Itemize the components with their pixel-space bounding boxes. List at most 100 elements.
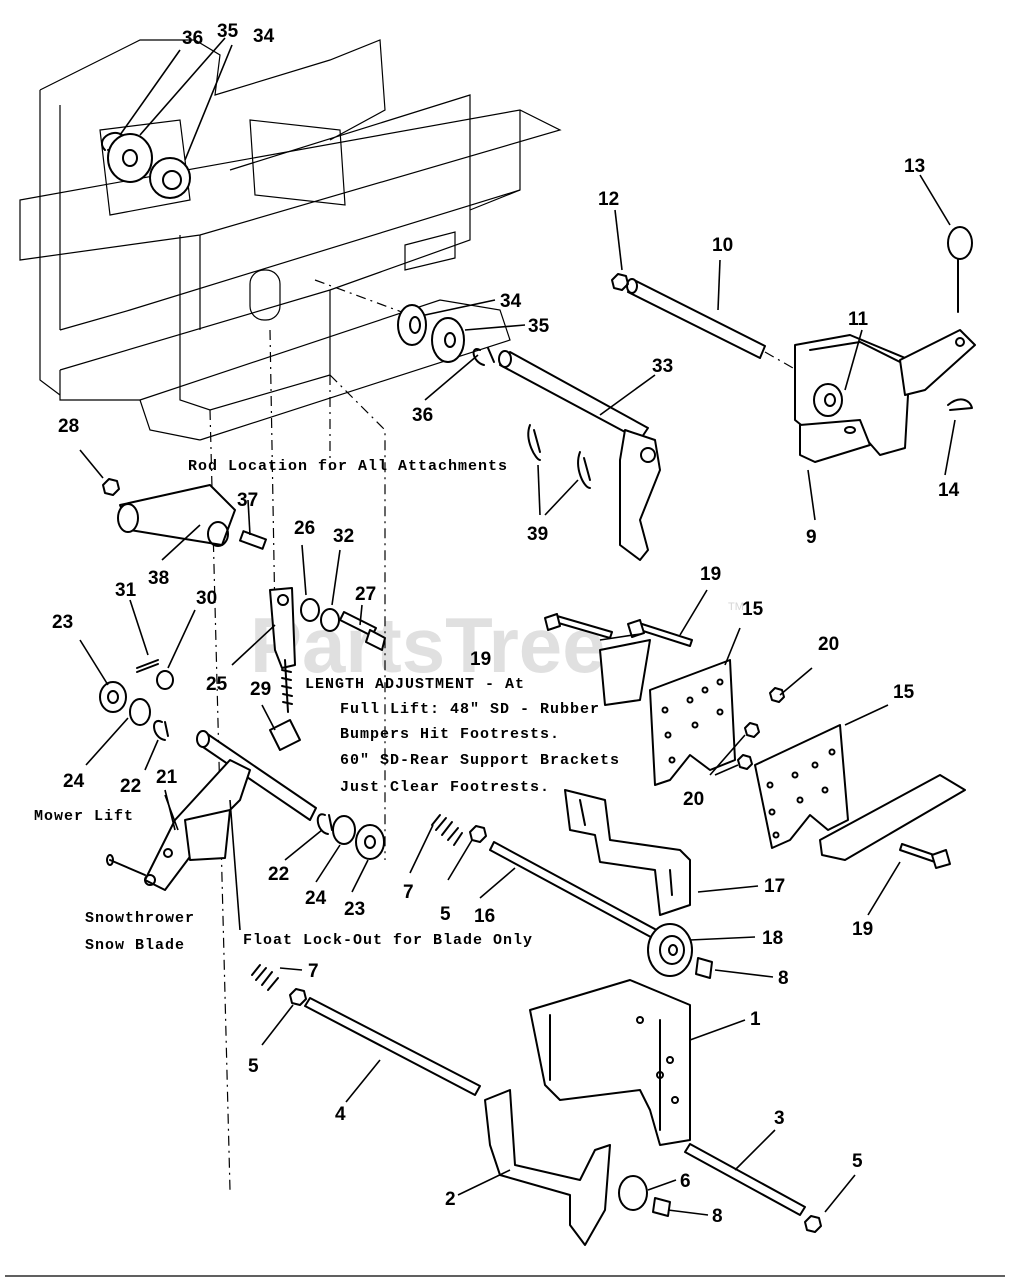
lower-rod-assembly bbox=[251, 964, 822, 1246]
hairpin-14 bbox=[947, 398, 973, 411]
callout-23: 23 bbox=[52, 612, 73, 633]
bushing-23-right bbox=[355, 824, 385, 860]
bolt-19-lower bbox=[899, 843, 938, 863]
callout-24: 24 bbox=[305, 888, 327, 909]
nut-20a bbox=[769, 687, 785, 703]
washer-35-upper bbox=[107, 133, 153, 183]
upper-left-hardware bbox=[101, 131, 191, 199]
upper-right-pin bbox=[611, 273, 801, 373]
right-hardware-stack bbox=[316, 813, 385, 860]
hitch-tab bbox=[899, 329, 976, 396]
spring-7-upper bbox=[431, 814, 463, 846]
callout-4: 4 bbox=[335, 1104, 346, 1125]
support-bracket-ghost bbox=[599, 639, 651, 706]
callout-15: 15 bbox=[893, 682, 915, 703]
plate-15-left bbox=[649, 659, 736, 786]
note-snowthrower: Snowthrower bbox=[85, 910, 195, 927]
callout-39: 39 bbox=[527, 524, 548, 545]
callout-7: 7 bbox=[308, 961, 319, 982]
callout-5: 5 bbox=[440, 904, 451, 925]
bracket-1 bbox=[529, 979, 691, 1146]
washer-32 bbox=[320, 608, 340, 632]
callout-8: 8 bbox=[712, 1206, 723, 1227]
callout-22: 22 bbox=[268, 864, 289, 885]
washer-30 bbox=[156, 670, 174, 690]
callout-9: 9 bbox=[806, 527, 817, 548]
callout-34: 34 bbox=[500, 291, 522, 312]
nut-5-left bbox=[289, 988, 307, 1006]
callout-22: 22 bbox=[120, 776, 141, 797]
callout-15: 15 bbox=[742, 599, 764, 620]
bushing-11 bbox=[813, 383, 843, 417]
bushing-23-left bbox=[99, 681, 127, 713]
cotter-31 bbox=[136, 659, 159, 673]
lift-link bbox=[102, 478, 267, 550]
hairpin-39a bbox=[527, 424, 541, 461]
hitch-bracket bbox=[794, 226, 976, 463]
callout-19: 19 bbox=[470, 649, 491, 670]
bushing-6 bbox=[618, 1175, 648, 1211]
nut-28 bbox=[102, 478, 120, 496]
callout-7: 7 bbox=[403, 882, 414, 903]
callout-8: 8 bbox=[778, 968, 789, 989]
callout-32: 32 bbox=[333, 526, 354, 547]
bracket-17 bbox=[564, 789, 691, 916]
spring-7-lower bbox=[251, 964, 279, 991]
annotation-notes: Rod Location for All Attachments LENGTH … bbox=[34, 458, 620, 954]
nut-5-right bbox=[804, 1215, 822, 1233]
washer-24-right bbox=[332, 815, 356, 845]
leader-lines bbox=[79, 37, 956, 1216]
callout-14: 14 bbox=[938, 480, 960, 501]
callout-36: 36 bbox=[182, 28, 203, 49]
callout-38: 38 bbox=[148, 568, 169, 589]
callout-18: 18 bbox=[762, 928, 783, 949]
rod-4 bbox=[304, 997, 481, 1096]
callout-36: 36 bbox=[412, 405, 433, 426]
note-float-lockout: Float Lock-Out for Blade Only bbox=[243, 932, 533, 949]
callout-20: 20 bbox=[818, 634, 839, 655]
tractor-frame bbox=[19, 39, 562, 1191]
callout-31: 31 bbox=[115, 580, 137, 601]
callout-26: 26 bbox=[294, 518, 315, 539]
callout-19: 19 bbox=[852, 919, 873, 940]
callout-numbers: 36 35 34 34 35 36 33 12 10 11 13 14 9 39… bbox=[52, 21, 960, 1227]
nut-12 bbox=[611, 273, 629, 291]
bushing-34-upper bbox=[149, 157, 191, 199]
callout-21: 21 bbox=[156, 767, 178, 788]
nut-20b bbox=[744, 722, 760, 738]
hitch-plate bbox=[799, 419, 871, 463]
callout-6: 6 bbox=[680, 1171, 691, 1192]
callout-12: 12 bbox=[598, 189, 619, 210]
rockshaft-arm bbox=[619, 429, 661, 561]
lift-arm-assembly bbox=[106, 730, 317, 891]
note-snow-blade: Snow Blade bbox=[85, 937, 185, 954]
ring-22-left bbox=[153, 720, 169, 741]
callout-1: 1 bbox=[750, 1009, 761, 1030]
callout-37: 37 bbox=[237, 490, 258, 511]
callout-13: 13 bbox=[904, 156, 925, 177]
bracket-2 bbox=[484, 1089, 611, 1246]
plate-15-right bbox=[754, 724, 849, 849]
bushing-34 bbox=[397, 304, 427, 346]
support-bar bbox=[819, 774, 966, 861]
note-rod-location: Rod Location for All Attachments bbox=[188, 458, 508, 475]
callout-5: 5 bbox=[852, 1151, 863, 1172]
mower-lift-rod bbox=[109, 859, 146, 876]
callout-19: 19 bbox=[700, 564, 721, 585]
callout-35: 35 bbox=[528, 316, 550, 337]
note-full-lift: Full Lift: 48" SD - Rubber bbox=[340, 701, 600, 718]
note-rear-support: 60" SD-Rear Support Brackets bbox=[340, 752, 620, 769]
callout-25: 25 bbox=[206, 674, 228, 695]
lift-rod-25 bbox=[269, 587, 296, 669]
callout-11: 11 bbox=[848, 309, 869, 330]
bearing-8-upper bbox=[695, 957, 713, 979]
callout-27: 27 bbox=[355, 584, 376, 605]
callout-17: 17 bbox=[764, 876, 785, 897]
callout-20: 20 bbox=[683, 789, 704, 810]
lift-rod bbox=[269, 587, 386, 751]
callout-2: 2 bbox=[445, 1189, 456, 1210]
note-clear-footrests: Just Clear Footrests. bbox=[340, 779, 550, 796]
bearing-8-lower bbox=[652, 1197, 671, 1217]
